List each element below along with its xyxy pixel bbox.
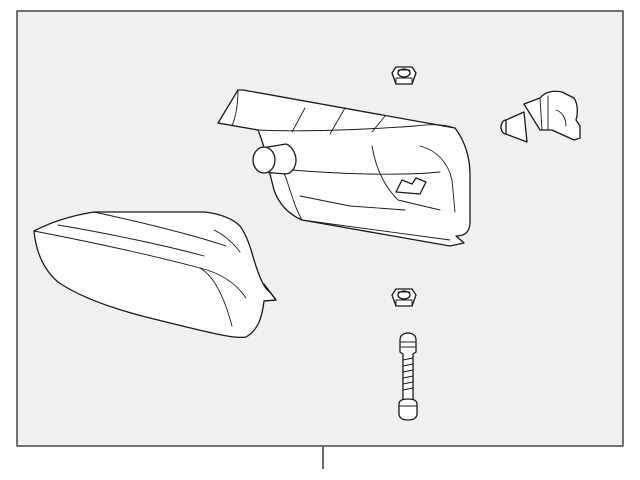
fog-lamp-assembly[interactable] bbox=[217, 89, 471, 247]
lower-mounting-nut[interactable] bbox=[391, 288, 417, 307]
fog-lamp-lens[interactable] bbox=[33, 211, 277, 339]
adjusting-screw[interactable] bbox=[398, 332, 418, 421]
fog-lamp-bulb[interactable] bbox=[500, 90, 581, 143]
upper-mounting-nut[interactable] bbox=[391, 66, 417, 85]
